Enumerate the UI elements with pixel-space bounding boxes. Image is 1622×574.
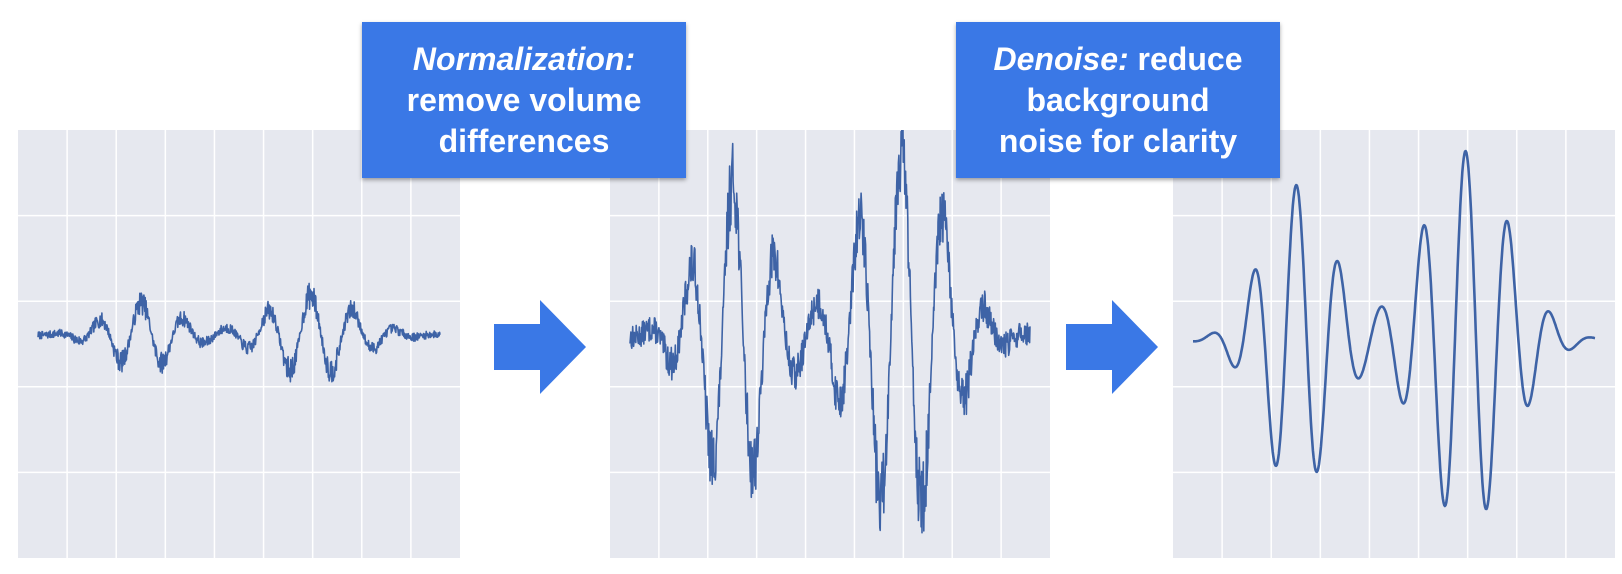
normalization-callout-text: Normalization: remove volume differences <box>407 39 642 162</box>
raw-waveform-panel <box>18 130 460 558</box>
arrow-right-icon <box>1066 300 1158 394</box>
raw-waveform-line <box>37 282 441 383</box>
denoised-waveform-panel <box>1173 130 1615 558</box>
normalization-callout: Normalization: remove volume differences <box>362 22 686 178</box>
denoised-waveform-line <box>1192 149 1596 511</box>
denoise-callout-text: Denoise: reduce background noise for cla… <box>994 39 1243 162</box>
denoised-waveform-plot <box>1173 130 1615 558</box>
arrow-right-icon <box>494 300 586 394</box>
normalization-term: Normalization: <box>412 40 636 77</box>
normalization-description: remove volume differences <box>406 81 642 159</box>
raw-waveform-plot <box>18 130 460 558</box>
denoise-callout: Denoise: reduce background noise for cla… <box>956 22 1280 178</box>
normalized-waveform-panel <box>610 130 1050 558</box>
denoise-description: reduce background noise for clarity <box>998 40 1243 159</box>
denoise-term: Denoise: <box>993 40 1129 77</box>
normalized-waveform-line <box>629 130 1031 534</box>
normalized-waveform-plot <box>610 130 1050 558</box>
